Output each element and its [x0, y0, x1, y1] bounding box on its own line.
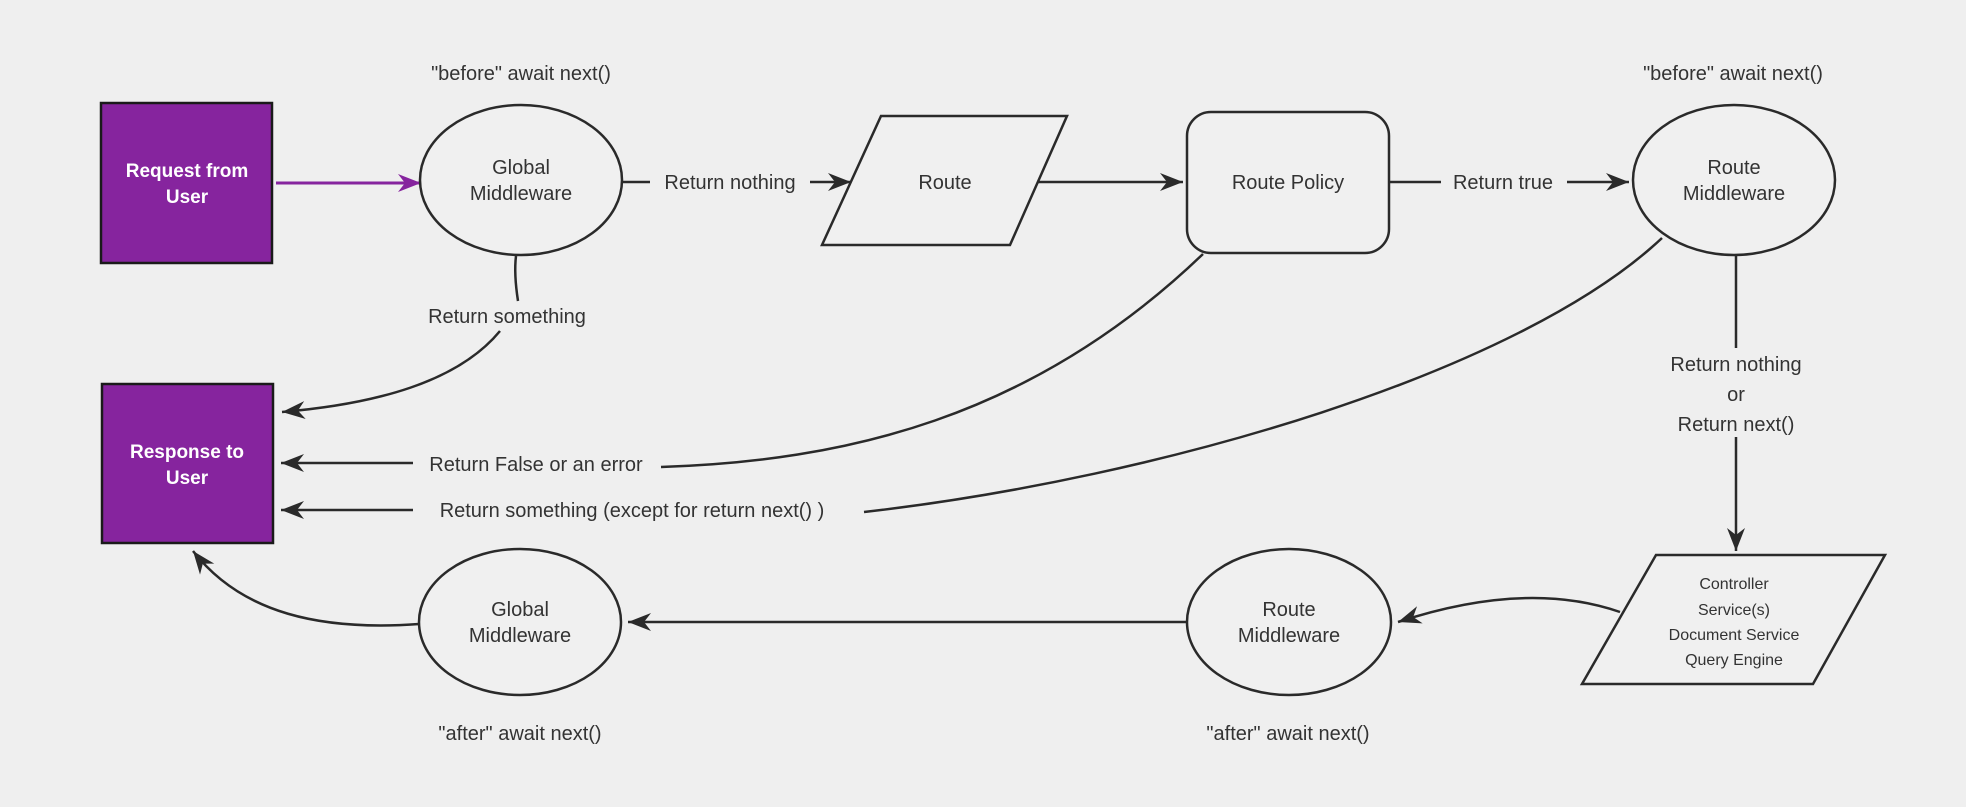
request-box [99, 101, 274, 265]
route-policy-label: Route Policy [1232, 172, 1344, 194]
edge-controller-to-route-middleware-bottom [1397, 596, 1621, 624]
node-global-middleware-top: Global Middleware [418, 103, 624, 257]
global-middleware-bottom-line1: Global [491, 599, 549, 621]
label-return-nothing-or-line2: or [1727, 384, 1745, 406]
edge-return-something-upper [513, 255, 520, 302]
node-route-policy: Route Policy [1185, 110, 1391, 255]
route-policy-rect [1185, 110, 1391, 255]
route-middleware-top-ellipse [1631, 103, 1837, 257]
node-request-from-user: Request from User [99, 101, 274, 265]
label-return-nothing-or-line1: Return nothing [1670, 354, 1801, 376]
route-parallelogram [820, 114, 1069, 247]
response-label-line1: Response to [130, 442, 244, 463]
edge-return-something-except-curve [863, 237, 1663, 514]
controller-line3: Document Service [1669, 627, 1800, 644]
route-middleware-top-line2: Middleware [1683, 183, 1785, 205]
route-middleware-bottom-ellipse [1185, 547, 1393, 697]
controller-line1: Controller [1699, 576, 1769, 593]
label-return-true: Return true [1453, 172, 1553, 194]
label-return-something-except: Return something (except for return next… [440, 500, 825, 522]
route-middleware-top-line1: Route [1707, 157, 1760, 179]
node-route-middleware-bottom: Route Middleware [1185, 547, 1393, 697]
global-middleware-top-ellipse [418, 103, 624, 257]
label-return-something: Return something [428, 306, 586, 328]
route-label: Route [918, 172, 971, 194]
node-route-middleware-top: Route Middleware [1631, 103, 1837, 257]
label-after-route: "after" await next() [1206, 723, 1369, 745]
edge-return-something-to-response [281, 330, 501, 420]
label-after-global: "after" await next() [438, 723, 601, 745]
node-controller-services: Controller Service(s) Document Service Q… [1579, 553, 1888, 686]
response-label-line2: User [166, 468, 209, 489]
route-middleware-bottom-line1: Route [1262, 599, 1315, 621]
label-before-route: "before" await next() [1643, 63, 1823, 85]
label-before-global: "before" await next() [431, 63, 611, 85]
node-response-to-user: Response to User [100, 382, 275, 545]
label-return-nothing-or-line3: Return next() [1678, 414, 1795, 436]
controller-parallelogram [1579, 553, 1888, 686]
controller-line2: Service(s) [1698, 602, 1770, 619]
route-middleware-bottom-line2: Middleware [1238, 625, 1340, 647]
request-label-line2: User [166, 187, 209, 208]
label-return-nothing: Return nothing [664, 172, 795, 194]
edge-return-false-curve [660, 253, 1204, 469]
global-middleware-bottom-ellipse [417, 547, 623, 697]
node-route: Route [820, 114, 1069, 247]
global-middleware-bottom-line2: Middleware [469, 625, 571, 647]
node-global-middleware-bottom: Global Middleware [417, 547, 623, 697]
controller-line4: Query Engine [1685, 652, 1783, 669]
edges [192, 173, 1745, 631]
edge-labels: "before" await next() "before" await nex… [428, 63, 1823, 745]
label-return-false-or-error: Return False or an error [429, 454, 643, 476]
global-middleware-top-line2: Middleware [470, 183, 572, 205]
edge-global-middleware-to-response [192, 550, 420, 627]
response-box [100, 382, 275, 545]
request-label-line1: Request from [126, 161, 248, 182]
global-middleware-top-line1: Global [492, 157, 550, 179]
